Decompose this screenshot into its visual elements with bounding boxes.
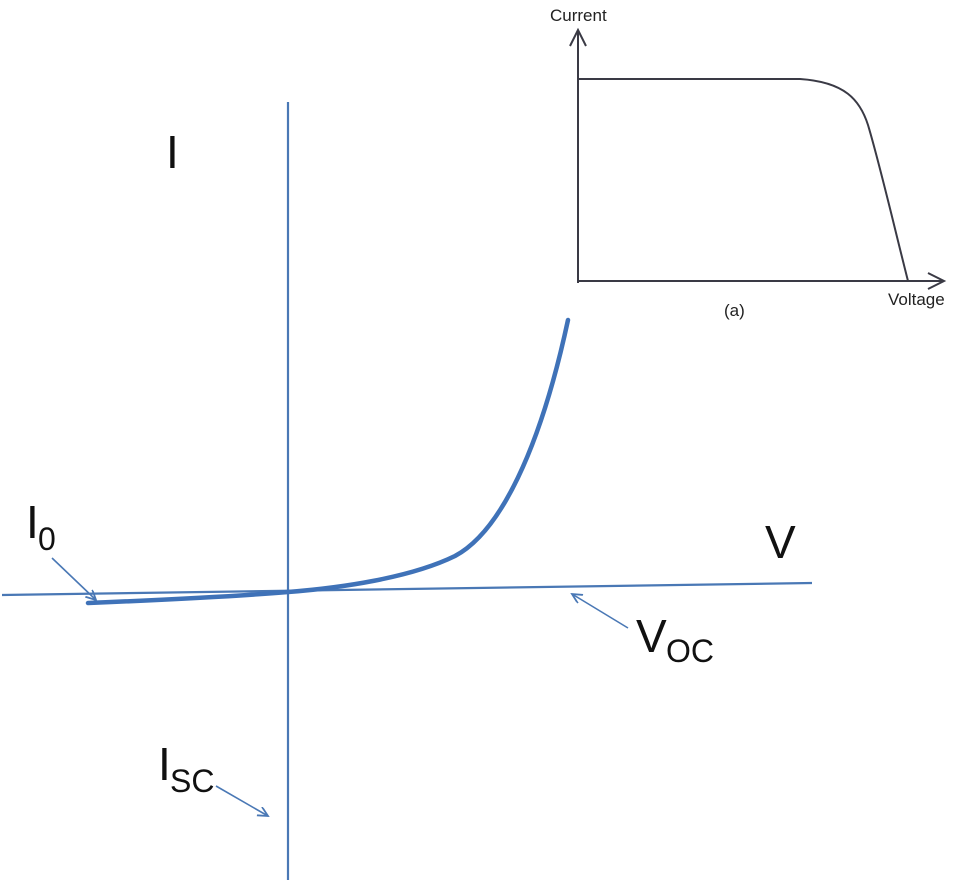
voltage-axis-line (1, 581, 813, 597)
inset-caption: (a) (724, 301, 745, 320)
saturation-current-arrow (51, 557, 96, 600)
open-circuit-voltage-label: V (636, 610, 667, 662)
open-circuit-voltage-subscript: OC (666, 633, 714, 669)
voltage-axis-label: V (765, 516, 796, 568)
inset-current-arrowhead (569, 27, 587, 47)
inset-voltage-arrowhead (927, 272, 947, 290)
short-circuit-current-annotation: I SC (158, 738, 268, 816)
inset-iv-curve (578, 78, 909, 282)
main-diagram: I V I 0 V OC I SC (1, 102, 813, 880)
saturation-current-annotation: I 0 (26, 496, 96, 600)
current-axis-label: I (166, 126, 179, 178)
iv-curve (85, 317, 571, 606)
short-circuit-current-subscript: SC (170, 763, 214, 799)
short-circuit-current-label: I (158, 738, 171, 790)
inset-diagram: Current Voltage (a) (550, 6, 947, 320)
short-circuit-current-arrow (215, 785, 268, 816)
open-circuit-voltage-arrow (572, 594, 629, 629)
inset-voltage-label: Voltage (888, 290, 945, 309)
inset-current-label: Current (550, 6, 607, 25)
saturation-current-label: I (26, 496, 39, 548)
saturation-current-subscript: 0 (38, 521, 56, 557)
open-circuit-voltage-annotation: V OC (572, 594, 714, 669)
